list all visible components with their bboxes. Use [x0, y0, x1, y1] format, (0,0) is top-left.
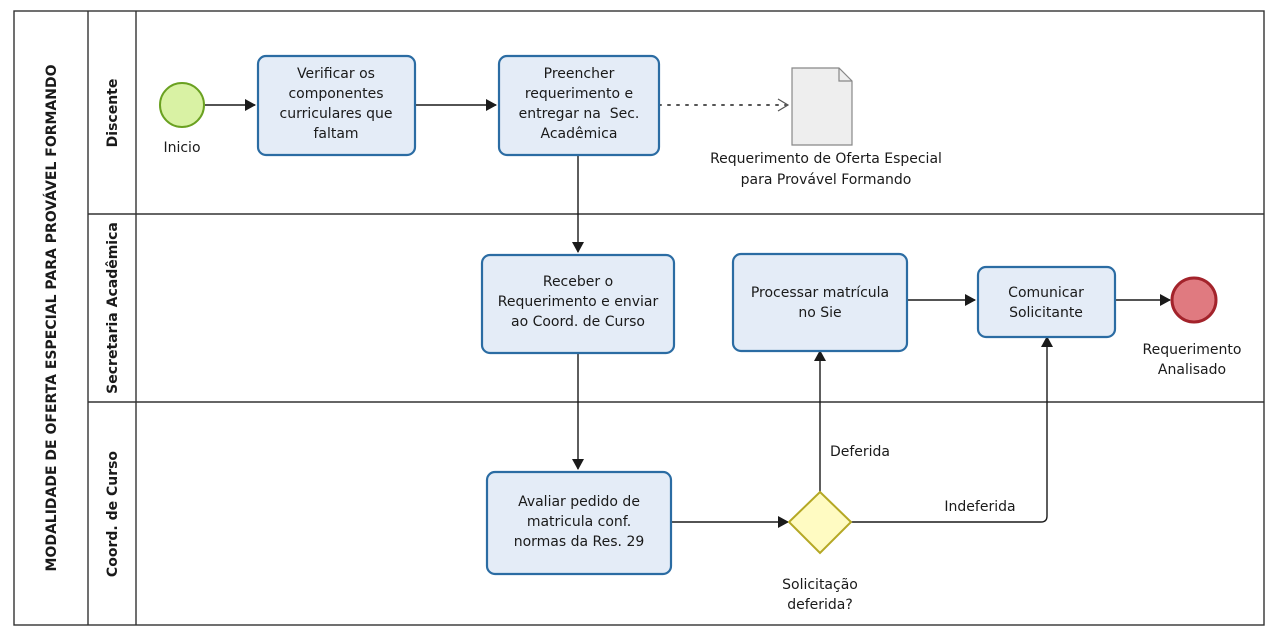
task-processar-line-1: Processar matrícula — [751, 285, 889, 301]
data-object[interactable]: Requerimento de Oferta Especial para Pro… — [710, 67, 942, 188]
start-event[interactable]: Inicio — [159, 82, 205, 156]
task-comunicar-line-2: Solicitante — [1009, 305, 1083, 321]
gateway[interactable]: Solicitação deferida? — [782, 490, 858, 613]
end-event[interactable]: Requerimento Analisado — [1143, 276, 1242, 378]
task-receber-line-1: Receber o — [543, 274, 613, 290]
task-avaliar-box[interactable] — [485, 470, 673, 576]
flow-label-deferida: Deferida — [830, 444, 890, 460]
task-verificar-line-4: faltam — [313, 126, 358, 142]
task-avaliar-line-2: matricula conf. — [527, 514, 631, 530]
end-event-circle[interactable] — [1170, 276, 1218, 324]
gateway-diamond[interactable] — [787, 490, 853, 555]
task-processar-box[interactable] — [731, 252, 909, 353]
task-preencher[interactable]: Preencher requerimento e entregar na Sec… — [497, 54, 661, 157]
task-avaliar-line-1: Avaliar pedido de — [518, 494, 640, 510]
task-receber-line-3: ao Coord. de Curso — [511, 314, 645, 330]
lane-label-secretaria: Secretaria Acadêmica — [105, 222, 121, 394]
task-comunicar-line-1: Comunicar — [1008, 285, 1084, 301]
task-verificar-line-3: curriculares que — [280, 106, 393, 122]
task-comunicar[interactable]: Comunicar Solicitante — [976, 265, 1117, 339]
data-object-label-line-1: Requerimento de Oferta Especial — [710, 151, 942, 167]
task-preencher-box[interactable] — [497, 54, 661, 157]
flow-label-indeferida: Indeferida — [944, 499, 1015, 515]
task-receber[interactable]: Receber o Requerimento e enviar ao Coord… — [480, 253, 676, 355]
sequence-flows — [205, 98, 1171, 528]
gateway-label-line-1: Solicitação — [782, 577, 858, 593]
task-processar[interactable]: Processar matrícula no Sie — [731, 252, 909, 353]
task-preencher-line-2: requerimento e — [525, 86, 633, 102]
data-object-label-line-2: para Provável Formando — [741, 172, 912, 188]
task-preencher-line-4: Acadêmica — [541, 126, 618, 142]
start-event-label: Inicio — [163, 140, 200, 156]
lane-label-coord: Coord. de Curso — [105, 451, 121, 577]
task-processar-line-2: no Sie — [798, 305, 841, 321]
end-event-label-line-1: Requerimento — [1143, 342, 1242, 358]
task-verificar-line-1: Verificar os — [297, 66, 375, 82]
task-avaliar-line-3: normas da Res. 29 — [514, 534, 645, 550]
lane-label-discente: Discente — [105, 79, 121, 148]
document-fold-icon — [838, 68, 852, 82]
task-preencher-line-1: Preencher — [544, 66, 615, 82]
task-comunicar-box[interactable] — [976, 265, 1117, 339]
flow-gateway-to-comunicar — [851, 336, 1053, 523]
task-verificar-line-2: componentes — [288, 86, 383, 102]
task-avaliar[interactable]: Avaliar pedido de matricula conf. normas… — [485, 470, 673, 576]
task-verificar[interactable]: Verificar os componentes curriculares qu… — [256, 54, 417, 157]
task-receber-line-2: Requerimento e enviar — [498, 294, 659, 310]
gateway-label-line-2: deferida? — [787, 597, 853, 613]
task-preencher-line-3: entregar na Sec. — [519, 106, 640, 122]
document-icon[interactable] — [791, 67, 853, 146]
start-event-circle[interactable] — [159, 82, 205, 128]
pool-title: MODALIDADE DE OFERTA ESPECIAL PARA PROVÁ… — [43, 64, 60, 571]
task-receber-box[interactable] — [480, 253, 676, 355]
end-event-label-line-2: Analisado — [1158, 362, 1226, 378]
task-verificar-box[interactable] — [256, 54, 417, 157]
